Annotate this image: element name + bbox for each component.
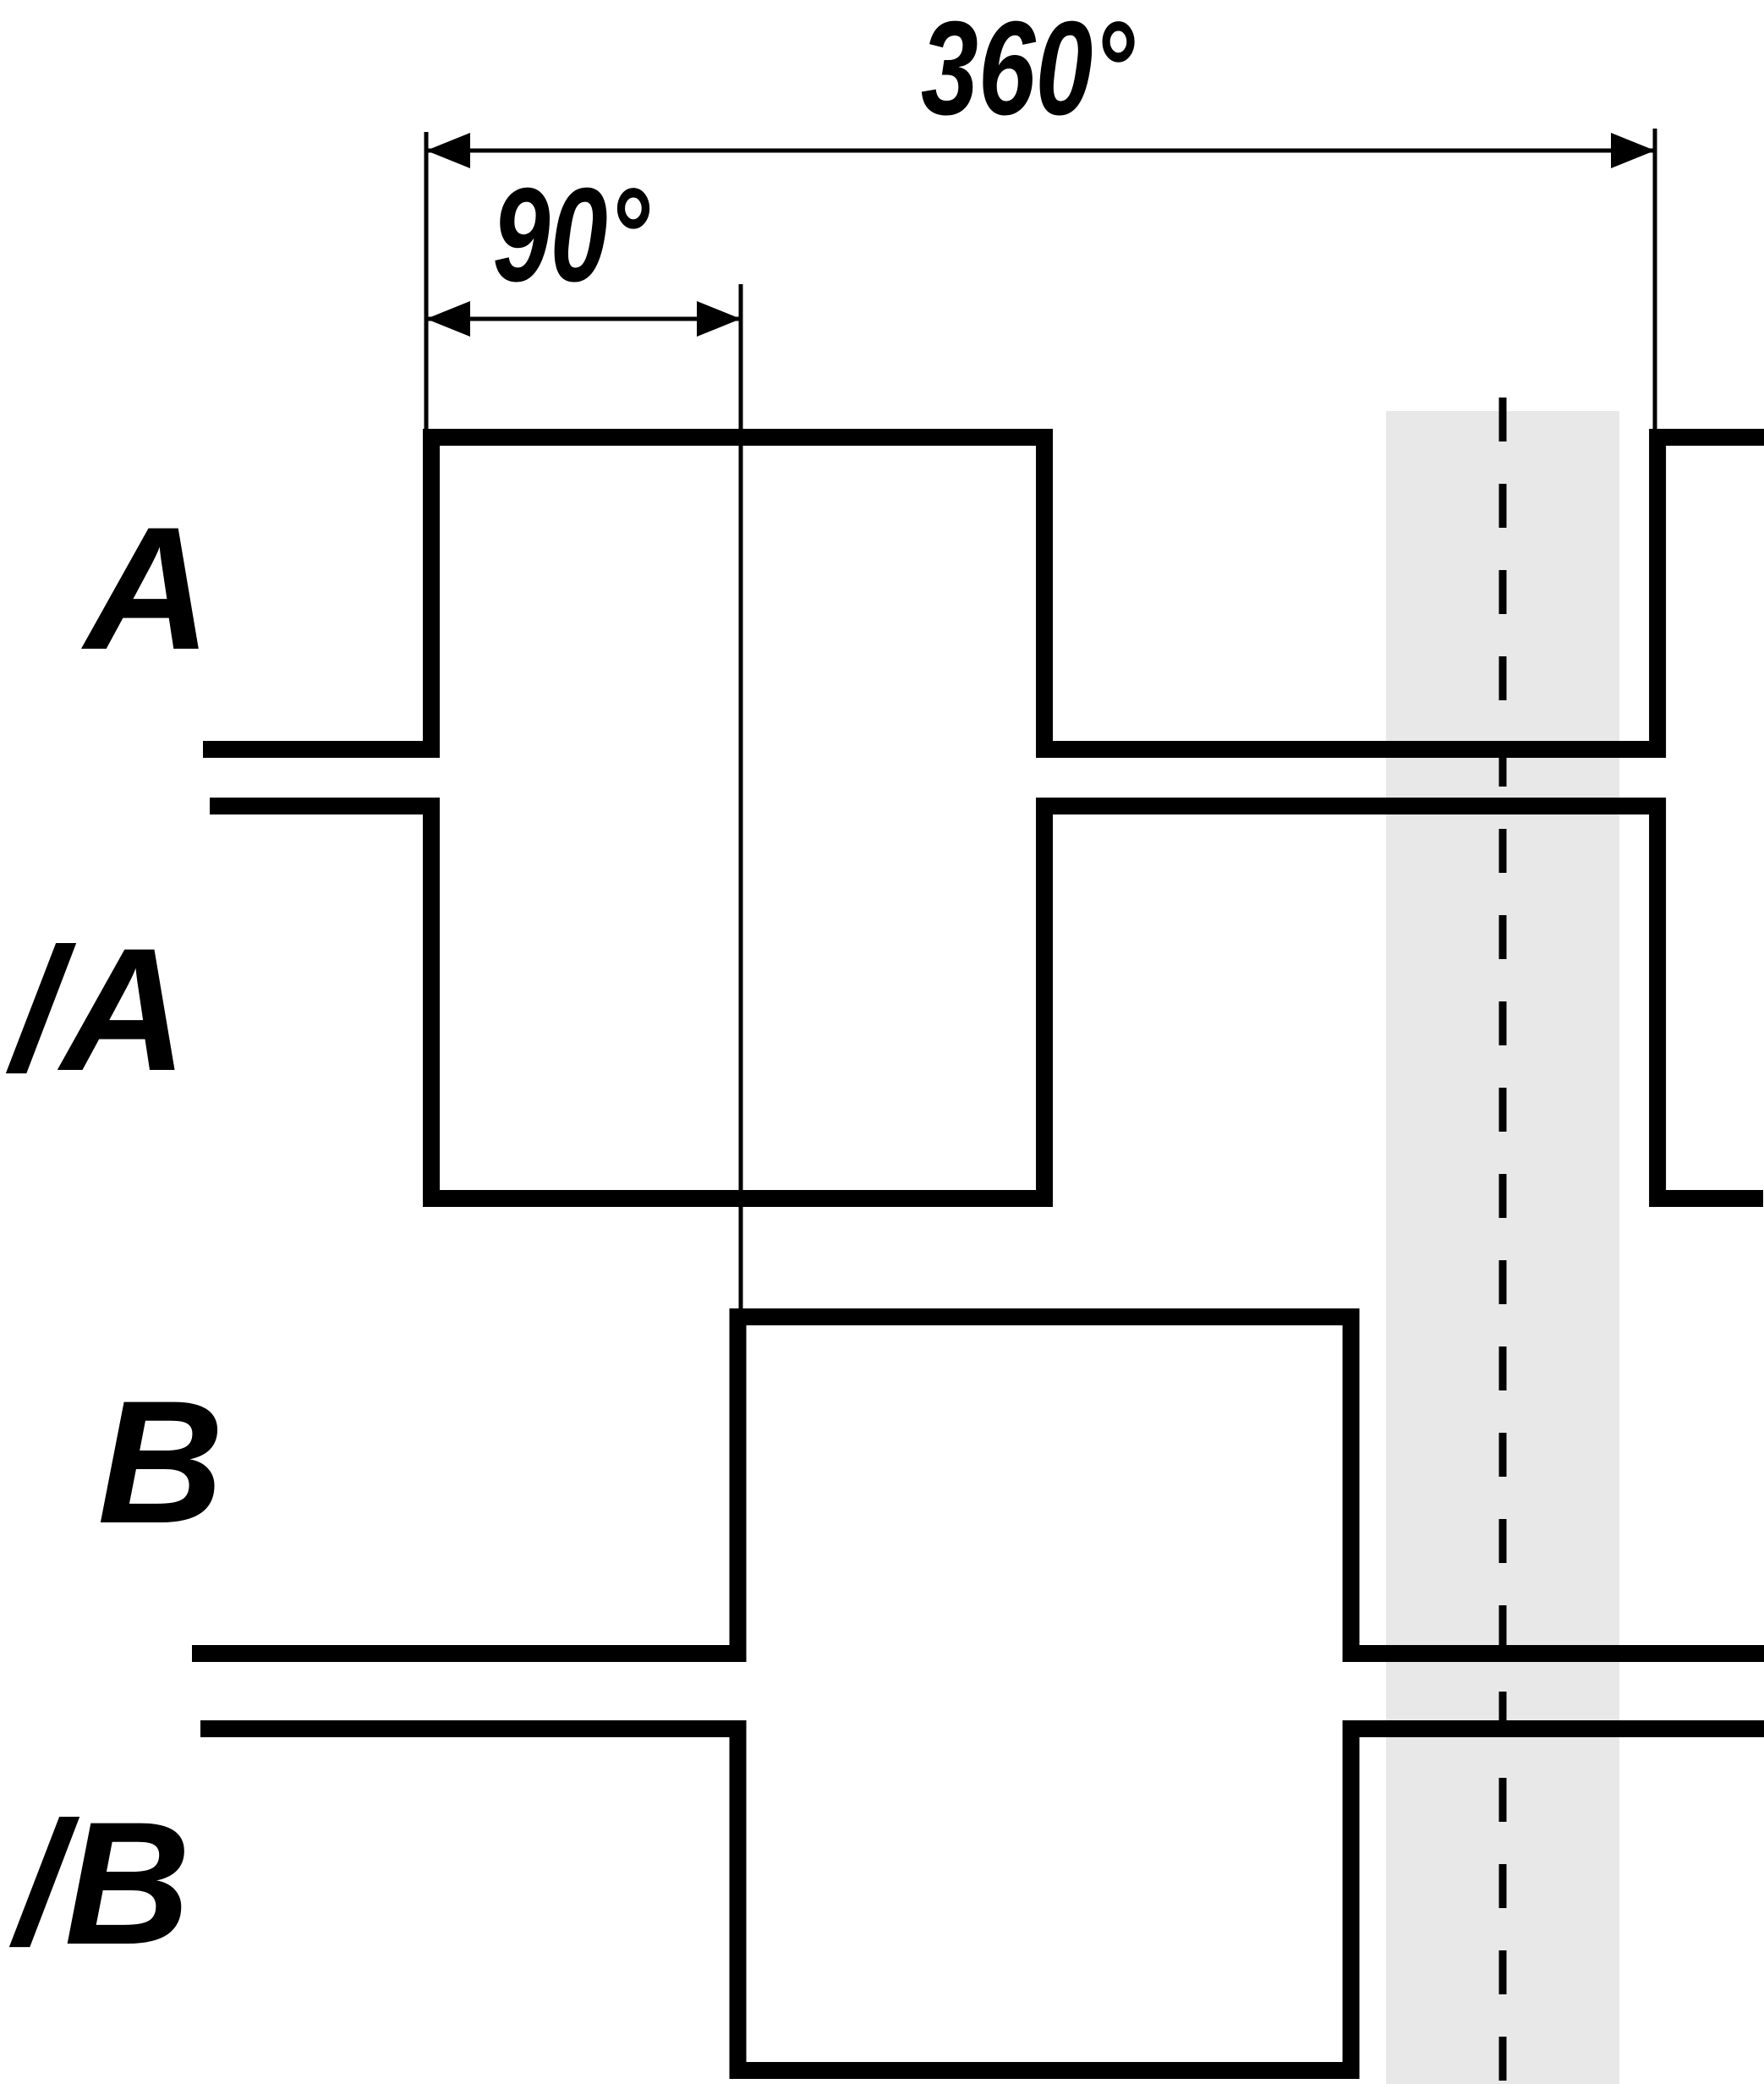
signal-not-a-waveform [210,798,1763,1207]
dimension-360-label: 360° [921,0,1135,143]
signal-not-b-waveform [200,1720,1764,2079]
dimension-90-arrowhead-right [697,301,741,337]
dimension-360-arrowhead-right [1611,133,1655,168]
signal-not-b-label: /B [9,1785,191,1981]
signal-not-a-label: /A [6,912,188,1107]
dimension-90-arrowhead-left [426,301,470,337]
signal-a-waveform [203,429,1764,758]
dimension-360-arrowhead-left [426,133,470,168]
dimension-90-label: 90° [493,161,650,310]
signal-b-label: B [97,1364,224,1560]
signal-a-label: A [80,491,211,686]
signal-b-waveform [192,1308,1764,1662]
